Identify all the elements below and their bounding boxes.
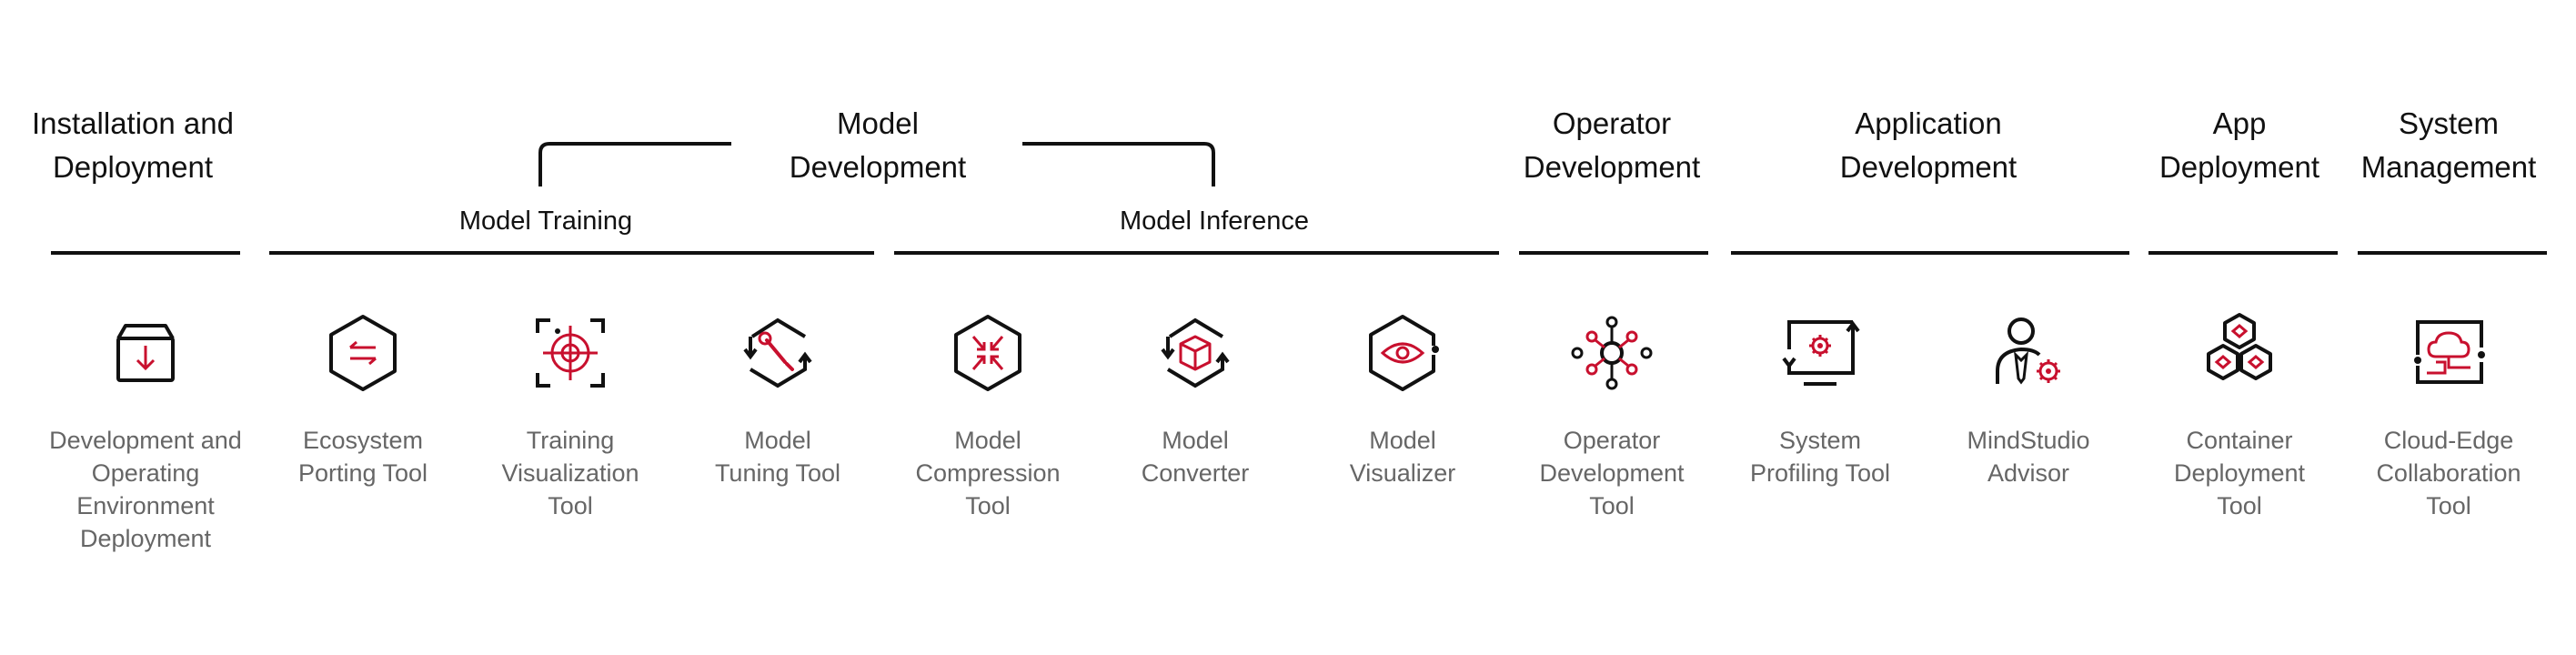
cubes-icon: [2207, 313, 2272, 380]
header-model-development: Model Development: [789, 106, 967, 184]
tool-label: Model Tuning Tool: [714, 427, 841, 487]
header-installation-deployment: Installation and Deployment: [32, 106, 234, 184]
box-download-icon: [116, 324, 175, 382]
tool-label: Model Compression Tool: [915, 427, 1061, 519]
hex-swap-icon: [329, 315, 397, 391]
tool-container-deployment[interactable]: Container Deployment Tool: [2130, 309, 2349, 522]
hex-eye-icon: [1369, 315, 1439, 391]
header-app-deployment: App Deployment: [2158, 106, 2320, 184]
header-application-development: Application Development: [1839, 106, 2018, 184]
tool-label: Ecosystem Porting Tool: [297, 427, 428, 487]
tool-label: Cloud-Edge Collaboration Tool: [2376, 427, 2521, 519]
rule-app-deployment: [2148, 251, 2338, 255]
hex-compress-icon: [954, 315, 1021, 391]
rule-installation: [51, 251, 240, 255]
tool-label: Operator Development Tool: [1539, 427, 1685, 519]
tool-environment-deployment[interactable]: Development and Operating Environment De…: [36, 309, 255, 555]
hex-cube-icon: [1161, 317, 1230, 388]
tool-label: Container Deployment Tool: [2173, 427, 2306, 519]
rule-model-training: [269, 251, 874, 255]
subheader-model-inference: Model Inference: [1120, 207, 1309, 236]
tool-ecosystem-porting[interactable]: Ecosystem Porting Tool: [254, 309, 472, 489]
tool-label: Training Visualization Tool: [501, 427, 639, 519]
tool-label: Development and Operating Environment De…: [49, 427, 242, 552]
tool-model-converter[interactable]: Model Converter: [1086, 309, 1304, 489]
tool-label: Model Converter: [1141, 427, 1250, 487]
target-icon: [536, 318, 605, 388]
rule-application: [1731, 251, 2129, 255]
tool-label: System Profiling Tool: [1749, 427, 1891, 487]
tool-model-visualizer[interactable]: Model Visualizer: [1293, 309, 1512, 489]
subheader-model-training: Model Training: [458, 207, 633, 236]
tool-operator-development[interactable]: Operator Development Tool: [1503, 309, 1721, 522]
cloud-edge-icon: [2414, 320, 2485, 384]
tool-system-profiling[interactable]: System Profiling Tool: [1711, 309, 1929, 489]
rule-model-inference: [894, 251, 1499, 255]
rule-operator: [1519, 251, 1708, 255]
person-gear-icon: [1996, 317, 2060, 385]
tool-model-tuning[interactable]: Model Tuning Tool: [669, 309, 887, 489]
hex-wrench-icon: [743, 317, 812, 388]
header-system-management: System Management: [2360, 106, 2537, 184]
rule-system-management: [2358, 251, 2547, 255]
header-operator-development: Operator Development: [1523, 106, 1701, 184]
tool-cloud-edge-collaboration[interactable]: Cloud-Edge Collaboration Tool: [2340, 309, 2558, 522]
tool-training-visualization[interactable]: Training Visualization Tool: [461, 309, 679, 522]
tool-label: Model Visualizer: [1349, 427, 1456, 487]
network-node-icon: [1571, 316, 1653, 390]
tool-mindstudio-advisor[interactable]: MindStudio Advisor: [1919, 309, 2138, 489]
tool-model-compression[interactable]: Model Compression Tool: [879, 309, 1097, 522]
monitor-gear-icon: [1782, 320, 1860, 386]
tool-label: MindStudio Advisor: [1967, 427, 2090, 487]
